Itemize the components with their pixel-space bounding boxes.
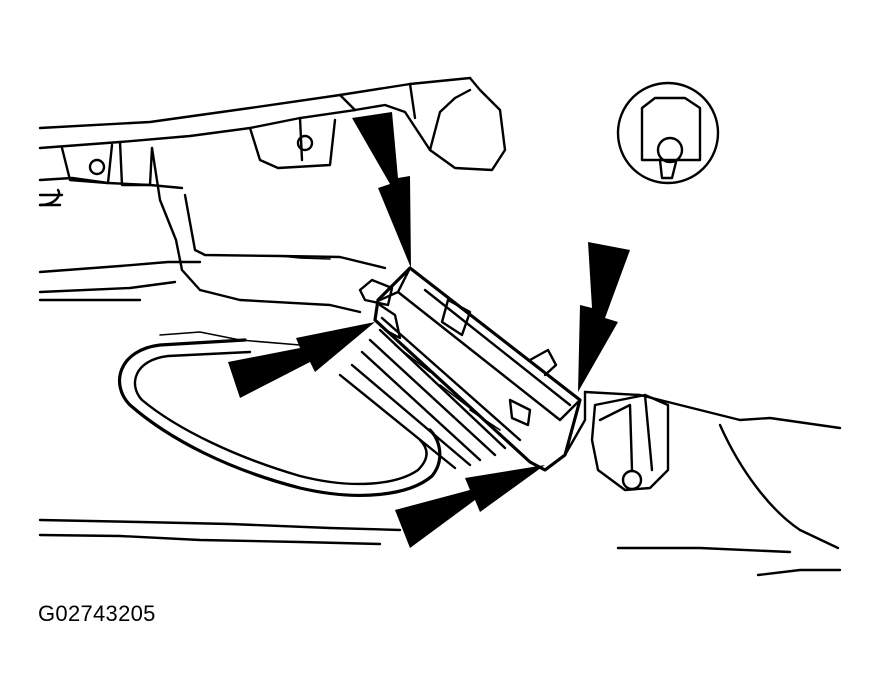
mounting-bracket-loop (117, 338, 442, 497)
arrow-top (352, 112, 411, 268)
lower-panel-structure (38, 298, 402, 546)
right-body-panel (583, 390, 842, 577)
upper-panel-structure (38, 76, 507, 314)
arrow-left (228, 322, 375, 398)
control-module (338, 266, 587, 472)
arrow-bottom (395, 465, 545, 548)
arrow-right (578, 242, 630, 392)
grommet-plug (616, 81, 720, 185)
figure-code-label: G02743205 (38, 601, 156, 626)
